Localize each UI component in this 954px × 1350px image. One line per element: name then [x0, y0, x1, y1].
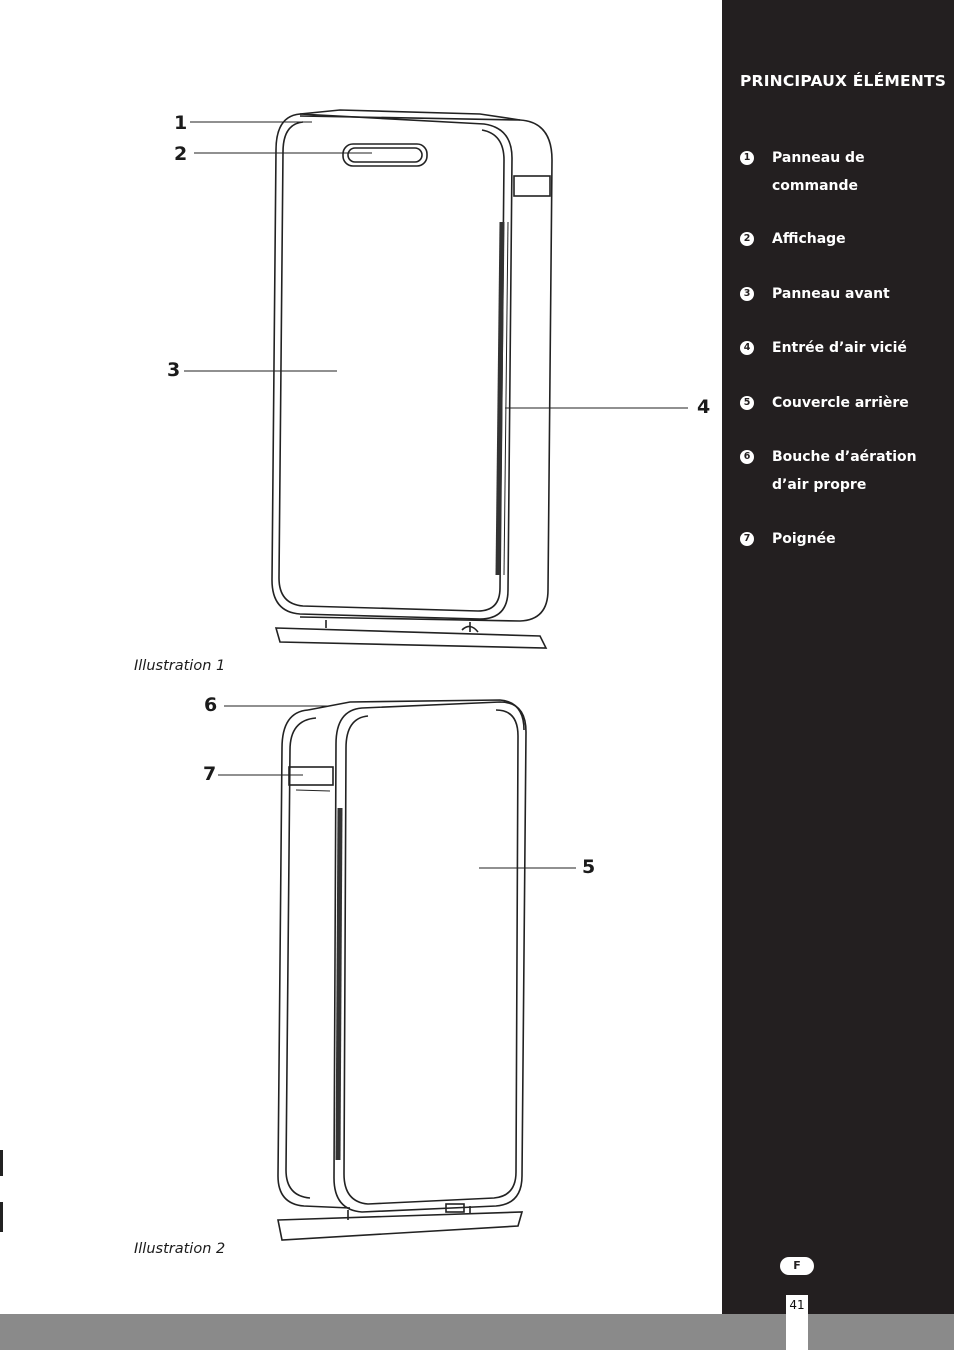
legend-marker: 7	[740, 532, 754, 546]
edge-mark-top	[0, 1150, 3, 1176]
page-number-tab	[786, 1295, 808, 1350]
legend-marker: 3	[740, 287, 754, 301]
legend-item-1: 1 Panneau de commande	[740, 144, 950, 200]
legend-marker: 2	[740, 232, 754, 246]
callout-3: 3	[167, 359, 181, 381]
illustration-1-front-view	[184, 109, 688, 649]
legend-marker: 4	[740, 341, 754, 355]
legend-label: Entrée d’air vicié	[772, 340, 907, 356]
callout-1: 1	[174, 112, 188, 134]
sidebar-title: PRINCIPAUX ÉLÉMENTS	[740, 72, 947, 90]
legend-label: Couvercle arrière	[772, 395, 909, 411]
legend-label: Affichage	[772, 231, 846, 247]
legend-item-7: 7 Poignée	[740, 525, 950, 553]
figure-1-caption: Illustration 1	[134, 658, 226, 674]
callout-7: 7	[203, 763, 217, 785]
edge-mark-bottom	[0, 1202, 3, 1232]
callout-4: 4	[697, 396, 711, 418]
legend-item-2: 2 Affichage	[740, 225, 950, 253]
sidebar: PRINCIPAUX ÉLÉMENTS 1 Panneau de command…	[722, 0, 954, 1314]
page-number: 41	[789, 1298, 805, 1312]
legend-label: Poignée	[772, 531, 836, 547]
legend-marker: 6	[740, 450, 754, 464]
legend-label: Bouche d’aération d’air propre	[772, 449, 917, 493]
figure-2-caption: Illustration 2	[134, 1241, 226, 1257]
legend-item-3: 3 Panneau avant	[740, 280, 950, 308]
callout-5: 5	[582, 856, 596, 878]
illustration-2-rear-view	[218, 699, 576, 1241]
legend-item-5: 5 Couvercle arrière	[740, 389, 950, 417]
legend-item-4: 4 Entrée d’air vicié	[740, 334, 950, 362]
legend-label: Panneau de commande	[772, 150, 865, 194]
legend-marker: 5	[740, 396, 754, 410]
legend-marker: 1	[740, 151, 754, 165]
legend-label: Panneau avant	[772, 286, 890, 302]
callout-2: 2	[174, 143, 188, 165]
footer-bar	[0, 1314, 954, 1350]
legend-item-6: 6 Bouche d’aération d’air propre	[740, 443, 950, 499]
language-badge: F	[780, 1257, 814, 1275]
callout-6: 6	[204, 694, 218, 716]
